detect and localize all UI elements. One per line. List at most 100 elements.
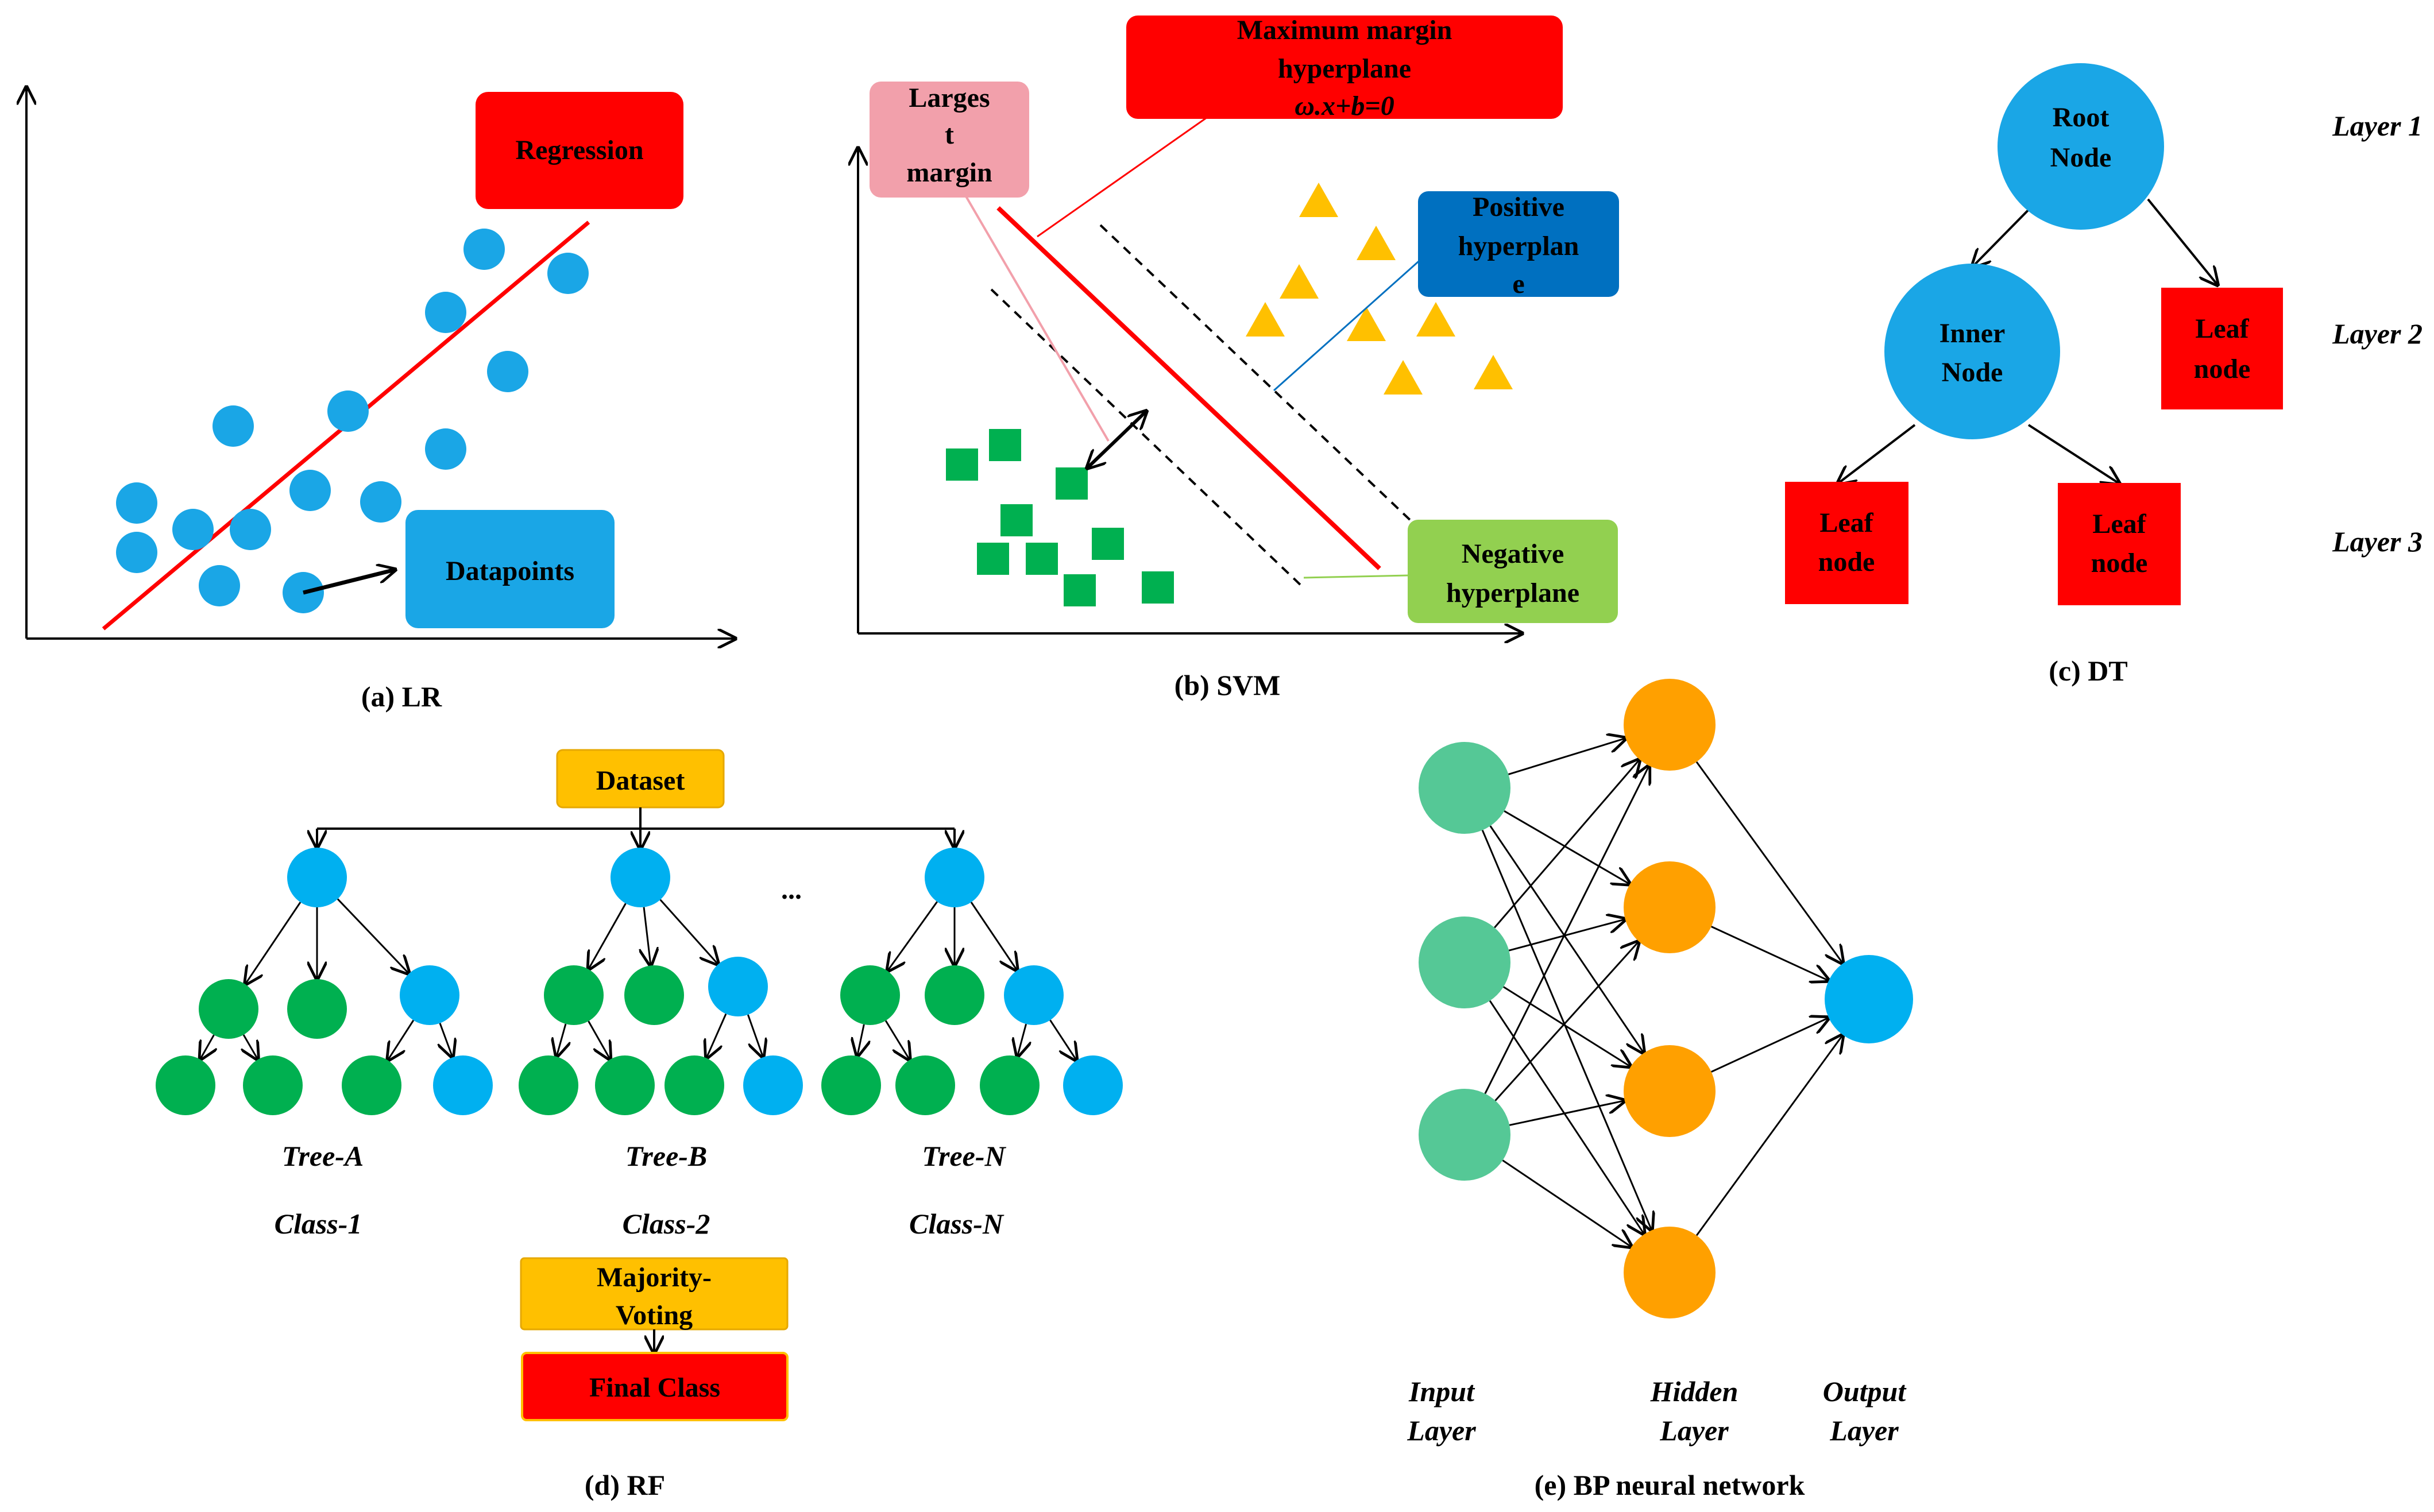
bp-connection (1489, 1000, 1644, 1235)
largest-margin-line1: Larges (909, 83, 990, 113)
lr-datapoint (116, 482, 157, 524)
bp-connection (1711, 926, 1829, 980)
negative-class-squares (946, 429, 1174, 606)
lr-datapoint (425, 428, 466, 470)
output-layer-line1: Output (1823, 1375, 1907, 1407)
lr-datapoint (213, 405, 254, 447)
rf-inner-node (708, 957, 768, 1016)
final-class-label: Final Class (589, 1372, 720, 1403)
largest-margin-box (870, 82, 1029, 198)
positive-line3: e (1512, 269, 1524, 299)
rf-tree-edge (970, 902, 1017, 970)
input-layer-line2: Layer (1407, 1414, 1476, 1447)
caption-rf: (d) RF (585, 1469, 665, 1501)
bp-connection (1509, 1101, 1625, 1126)
lr-datapoints (116, 229, 589, 613)
input-neuron (1419, 917, 1510, 1008)
bp-nodes (1419, 679, 1913, 1318)
rf-inner-node (1004, 965, 1064, 1025)
bp-connection (1508, 738, 1625, 775)
largest-margin-line2: t (945, 119, 954, 150)
negative-hyperplane-box (1408, 520, 1618, 623)
regression-box (476, 92, 683, 209)
bp-connection (1481, 830, 1652, 1231)
svm-positive-triangle (1384, 360, 1423, 395)
panel-lr: Regression Datapoints (a) LR (26, 87, 735, 713)
max-margin-connector (1037, 114, 1211, 238)
input-neuron (1419, 742, 1510, 834)
inner-to-leaf-left-edge (1838, 424, 1916, 484)
leaf-node-right (2161, 288, 2283, 409)
leaf-left-line1: Leaf (1819, 508, 1873, 538)
root-to-leaf-edge (2147, 198, 2217, 285)
max-margin-box (1126, 16, 1563, 119)
rf-tree-edge (557, 1023, 566, 1057)
lr-datapoint (327, 390, 369, 432)
negative-line2: hyperplane (1446, 578, 1579, 608)
leaf-node-left (1785, 482, 1908, 604)
positive-class-triangles (1246, 183, 1513, 395)
bp-connections (1481, 738, 1843, 1247)
svm-negative-square (1000, 504, 1033, 536)
rf-trees (156, 848, 1123, 1115)
inner-node (1884, 264, 2060, 439)
rf-leaf-node (980, 1055, 1040, 1115)
majority-voting-line2: Voting (616, 1300, 693, 1331)
rf-inner-node (624, 965, 684, 1025)
svm-positive-triangle (1416, 302, 1455, 337)
majority-voting-line1: Majority- (597, 1262, 712, 1293)
input-neuron (1419, 1089, 1510, 1181)
class-2-label: Class-2 (623, 1208, 710, 1240)
rf-tree-edge (244, 1034, 258, 1059)
negative-line1: Negative (1462, 539, 1564, 569)
positive-line1: Positive (1473, 192, 1564, 222)
rf-tree-edge (337, 898, 409, 974)
panel-bp: Input Layer Hidden Layer Output Layer (e… (1407, 679, 1913, 1501)
caption-bp: (e) BP neural network (1535, 1469, 1805, 1501)
panel-rf: Dataset ... Tree-A Tree-B Tree-N Class-1… (156, 749, 1123, 1501)
rf-leaf-node (342, 1055, 401, 1115)
class-n-label: Class-N (909, 1208, 1004, 1240)
svm-negative-square (977, 543, 1009, 575)
bp-connection (1489, 825, 1644, 1053)
svm-positive-triangle (1299, 183, 1338, 217)
rf-tree-edge (440, 1023, 453, 1057)
inner-node-line1: Inner (1940, 318, 2006, 349)
bp-connection (1695, 761, 1843, 964)
rf-tree-edge (200, 1034, 214, 1059)
datapoints-arrow (303, 570, 395, 595)
leaf-left-line2: node (1818, 547, 1875, 577)
hidden-neuron (1624, 679, 1716, 771)
hidden-neuron (1624, 861, 1716, 953)
tree-b-label: Tree-B (625, 1140, 708, 1172)
bp-connection (1711, 1018, 1829, 1073)
caption-lr: (a) LR (361, 680, 442, 713)
positive-hyperplane-box (1418, 191, 1619, 297)
caption-dt: (c) DT (2049, 655, 2127, 687)
rf-tree-edge (1049, 1019, 1077, 1060)
panel-dt: Root Node Inner Node Leaf node Leaf node… (1785, 63, 2423, 687)
root-node-line2: Node (2050, 142, 2112, 173)
lr-datapoint (230, 509, 271, 550)
inner-node-line2: Node (1942, 357, 2003, 388)
max-margin-line2: hyperplane (1278, 53, 1411, 84)
lr-datapoint (487, 351, 528, 392)
rf-root-node (925, 848, 984, 907)
rf-inner-node (840, 965, 900, 1025)
rf-tree-edge (245, 902, 302, 984)
class-1-label: Class-1 (275, 1208, 362, 1240)
regression-label: Regression (515, 135, 643, 165)
datapoints-label: Datapoints (446, 556, 574, 586)
leaf-mid-line2: node (2091, 548, 2148, 578)
rf-tree-edge (659, 899, 718, 964)
leaf-right-line2: node (2194, 354, 2251, 384)
rf-leaf-node (156, 1055, 215, 1115)
rf-leaf-node (595, 1055, 655, 1115)
hidden-neuron (1624, 1045, 1716, 1137)
hidden-neuron (1624, 1227, 1716, 1318)
svm-negative-square (1026, 543, 1058, 575)
svm-positive-triangle (1357, 226, 1396, 260)
rf-tree-edge (588, 1020, 611, 1059)
rf-root-node (611, 848, 670, 907)
